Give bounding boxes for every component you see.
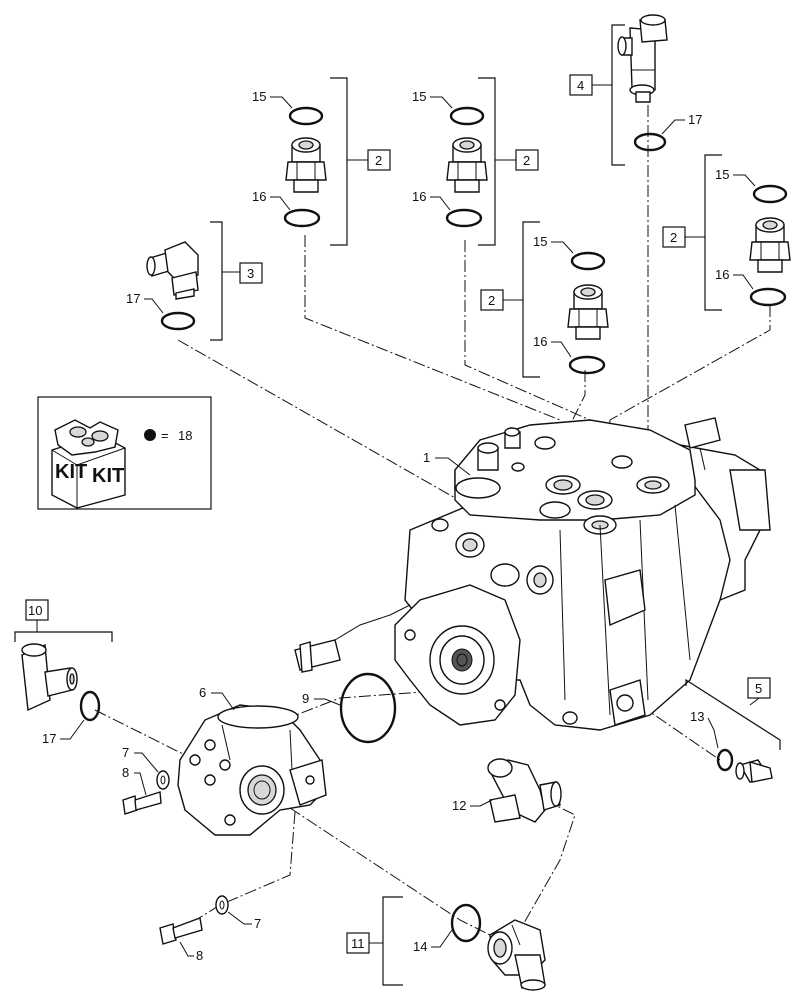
o-ring-16 — [445, 208, 483, 228]
o-ring-15 — [449, 106, 485, 126]
callout-10: 10 — [28, 603, 42, 618]
fitting-group-a: 2 15 16 — [252, 77, 391, 246]
callout-15-b: 15 — [412, 89, 426, 104]
adapter-fitting — [285, 137, 327, 193]
adapter-fitting — [446, 137, 488, 193]
fitting-group-3: 3 17 — [126, 221, 263, 341]
adapter-fitting — [735, 759, 773, 783]
leader-9 — [314, 698, 341, 706]
o-ring-17 — [633, 132, 667, 152]
legend-dot-icon — [144, 429, 156, 441]
callout-7-b: 7 — [254, 916, 261, 931]
callout-15-c: 15 — [533, 234, 547, 249]
fitting-group-11: 11 14 — [346, 896, 546, 991]
callout-14: 14 — [413, 939, 427, 954]
callout-16-a: 16 — [252, 189, 266, 204]
o-ring-17 — [79, 690, 101, 722]
callout-15-d: 15 — [715, 167, 729, 182]
callout-2-b: 2 — [523, 153, 530, 168]
adapter-fitting — [567, 284, 609, 340]
o-ring-16 — [749, 287, 787, 307]
fitting-group-c: 2 15 16 — [480, 221, 609, 378]
callout-16-b: 16 — [412, 189, 426, 204]
callout-9: 9 — [302, 691, 309, 706]
o-ring-16 — [568, 355, 606, 375]
callout-6: 6 — [199, 685, 206, 700]
bolt-washer-lower: 7 8 — [159, 895, 261, 963]
o-ring-15 — [288, 106, 324, 126]
o-ring-13 — [716, 748, 734, 772]
callout-13: 13 — [690, 709, 704, 724]
callout-17-a: 17 — [126, 291, 140, 306]
tee-fitting — [21, 643, 78, 712]
legend-equals: = — [161, 428, 169, 443]
kit-label-right: KIT — [92, 465, 124, 487]
o-ring-17 — [160, 311, 196, 331]
callout-8-b: 8 — [196, 948, 203, 963]
callout-4: 4 — [577, 78, 584, 93]
o-ring-16 — [283, 208, 321, 228]
o-ring-9 — [339, 672, 397, 744]
callout-2-d: 2 — [670, 230, 677, 245]
fitting-group-5: 5 13 — [685, 677, 781, 783]
callout-8-a: 8 — [122, 765, 129, 780]
callout-15-a: 15 — [252, 89, 266, 104]
callout-2-c: 2 — [488, 293, 495, 308]
bolt-washer-upper: 7 8 — [122, 745, 170, 815]
callout-3: 3 — [247, 266, 254, 281]
elbow-fitting — [487, 919, 546, 991]
fitting-group-4: 4 17 — [569, 14, 702, 166]
callout-16-d: 16 — [715, 267, 729, 282]
callout-12: 12 — [452, 798, 466, 813]
callout-2-a: 2 — [375, 153, 382, 168]
callout-1: 1 — [423, 450, 430, 465]
callout-17-c: 17 — [42, 731, 56, 746]
callout-7-a: 7 — [122, 745, 129, 760]
fitting-group-b: 2 15 16 — [412, 77, 539, 246]
kit-label-left: KIT — [55, 461, 87, 483]
callout-17-b: 17 — [688, 112, 702, 127]
o-ring-14 — [450, 903, 482, 943]
callout-16-c: 16 — [533, 334, 547, 349]
tee-fitting — [617, 14, 668, 103]
fitting-group-10: 10 17 — [14, 599, 113, 746]
adapter-fitting — [749, 217, 791, 273]
hydraulic-pump-main — [294, 417, 771, 731]
o-ring-15 — [570, 251, 606, 271]
callout-5: 5 — [755, 681, 762, 696]
elbow-fitting — [146, 241, 199, 300]
callout-11: 11 — [351, 936, 365, 951]
o-ring-15 — [752, 184, 788, 204]
callout-18: 18 — [178, 428, 192, 443]
auxiliary-pump-6: 6 — [177, 685, 327, 836]
fitting-group-d: 2 15 16 — [662, 154, 791, 311]
kit-legend-box: KIT KIT = 18 — [37, 396, 212, 510]
leader-1 — [435, 457, 471, 476]
kit-box-icon: KIT KIT — [51, 419, 126, 509]
elbow-fitting-12: 12 — [452, 758, 562, 823]
